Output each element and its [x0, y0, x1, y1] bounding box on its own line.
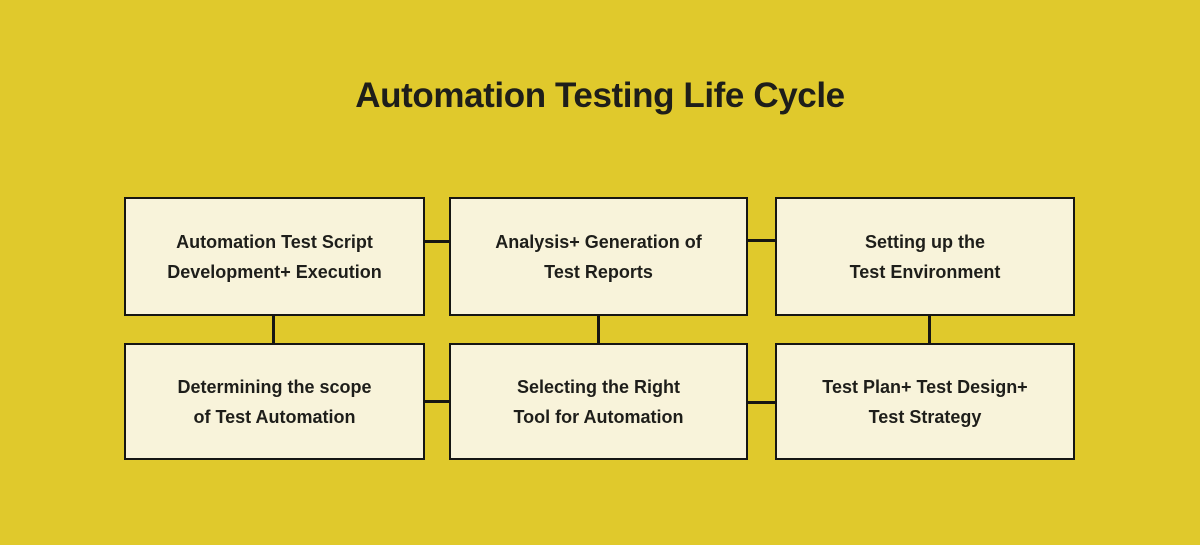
connector-horizontal-box1-box2: [424, 240, 450, 243]
flow-box-line: Development+ Execution: [167, 261, 382, 282]
flow-box-test-plan-design-strategy: Test Plan+ Test Design+ Test Strategy: [775, 343, 1075, 460]
flow-box-line: Selecting the Right: [516, 376, 680, 397]
connector-vertical-box2-box5: [597, 314, 600, 345]
flow-box-setting-up-test-environment: Setting up the Test Environment: [775, 197, 1075, 316]
flow-box-line: Automation Test Script: [176, 231, 373, 252]
flow-box-automation-test-script-development-execution: Automation Test Script Development+ Exec…: [124, 197, 425, 316]
flow-box-line: Test Reports: [544, 261, 653, 282]
flow-box-line: Test Environment: [849, 261, 1001, 282]
flow-box-line: Determining the scope: [177, 376, 372, 397]
flow-box-line: of Test Automation: [193, 406, 356, 427]
flow-box-line: Setting up the: [865, 231, 985, 252]
connector-horizontal-box4-box5: [424, 400, 450, 403]
flow-box-determining-scope-of-test-automation: Determining the scope of Test Automation: [124, 343, 425, 460]
connector-vertical-box1-box4: [272, 314, 275, 345]
connector-vertical-box3-box6: [928, 314, 931, 345]
flow-box-analysis-generation-of-test-reports: Analysis+ Generation of Test Reports: [449, 197, 748, 316]
flow-box-selecting-right-tool-for-automation: Selecting the Right Tool for Automation: [449, 343, 748, 460]
flow-box-line: Test Plan+ Test Design+: [822, 376, 1028, 397]
diagram-title: Automation Testing Life Cycle: [355, 76, 845, 115]
flow-box-line: Test Strategy: [868, 406, 982, 427]
flow-box-line: Analysis+ Generation of: [495, 231, 702, 252]
connector-horizontal-box5-box6: [747, 401, 776, 404]
flow-box-line: Tool for Automation: [513, 406, 684, 427]
connector-horizontal-box2-box3: [747, 239, 776, 242]
